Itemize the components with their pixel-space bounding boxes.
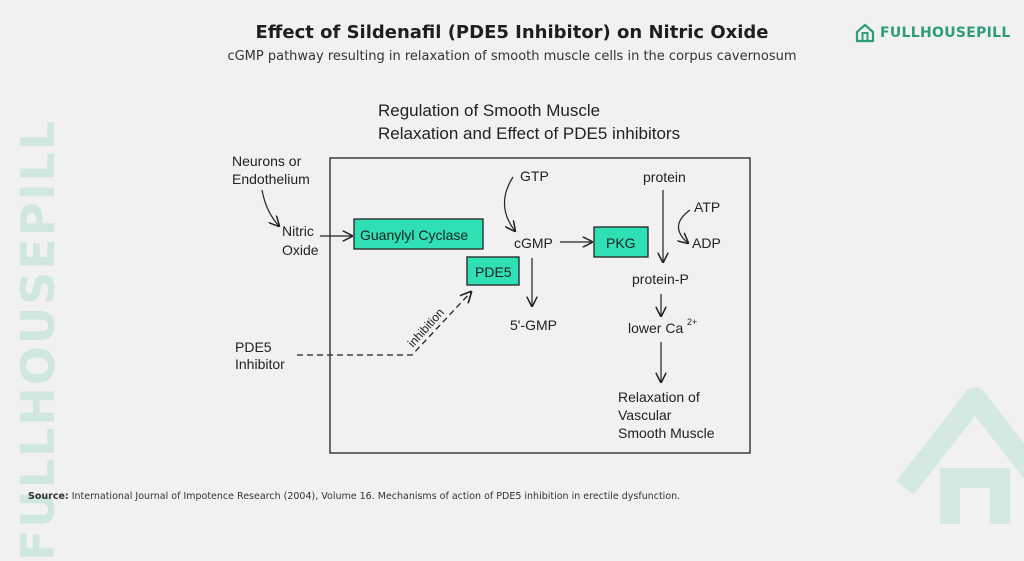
relaxation-label-line3: Smooth Muscle [618,425,715,441]
atp-to-adp-arrow [678,209,691,243]
lower-ca-label: lower Ca [628,320,683,336]
pde5-inhibitor-label-line1: PDE5 [235,339,272,355]
atp-label: ATP [694,199,720,215]
protein-label: protein [643,169,686,185]
pde5-box [466,256,520,286]
ca-charge-label: 2+ [687,317,697,327]
neurons-label-line2: Endothelium [232,171,310,187]
page-subtitle: cGMP pathway resulting in relaxation of … [227,49,797,64]
source-text: International Journal of Impotence Resea… [71,491,681,502]
adp-label: ADP [692,235,721,251]
diagram-frame [329,157,751,454]
pde5-inhibitor-label-line2: Inhibitor [235,356,285,372]
neurons-label-line1: Neurons or [232,153,302,169]
relaxation-label-line2: Vascular [618,407,672,423]
house-icon [855,23,875,43]
gtp-label: GTP [520,168,549,184]
guanylyl-cyclase-box [353,218,484,250]
page-title: Effect of Sildenafil (PDE5 Inhibitor) on… [255,22,769,43]
brand-logo[interactable]: FULLHOUSEPILL [855,23,1011,43]
logo-text: FULLHOUSEPILL [880,25,1011,41]
pathway-diagram: Regulation of Smooth Muscle Relaxation a… [232,101,751,454]
pde5-label: PDE5 [475,264,512,280]
gmp-label: 5'-GMP [510,317,557,333]
protein-p-label: protein-P [632,271,689,287]
inhibition-dashed-arrow [297,292,471,356]
pkg-label: PKG [606,235,636,251]
gtp-to-cgmp-arrow [503,176,515,231]
source-label: Source: [28,491,69,502]
cgmp-label: cGMP [514,235,553,251]
neurons-to-no-arrow [261,189,279,226]
house-watermark-icon [896,387,1024,524]
guanylyl-cyclase-label: Guanylyl Cyclase [360,227,468,243]
pkg-box [593,226,649,258]
relaxation-label-line1: Relaxation of [618,389,700,405]
inhibition-label: inhibition [405,305,447,350]
nitric-oxide-label-line1: Nitric [282,223,314,239]
nitric-oxide-label-line2: Oxide [282,242,319,258]
diagram-title-line2: Relaxation and Effect of PDE5 inhibitors [378,124,680,143]
diagram-title-line1: Regulation of Smooth Muscle [378,101,600,120]
source-citation: Source: International Journal of Impoten… [28,491,680,502]
